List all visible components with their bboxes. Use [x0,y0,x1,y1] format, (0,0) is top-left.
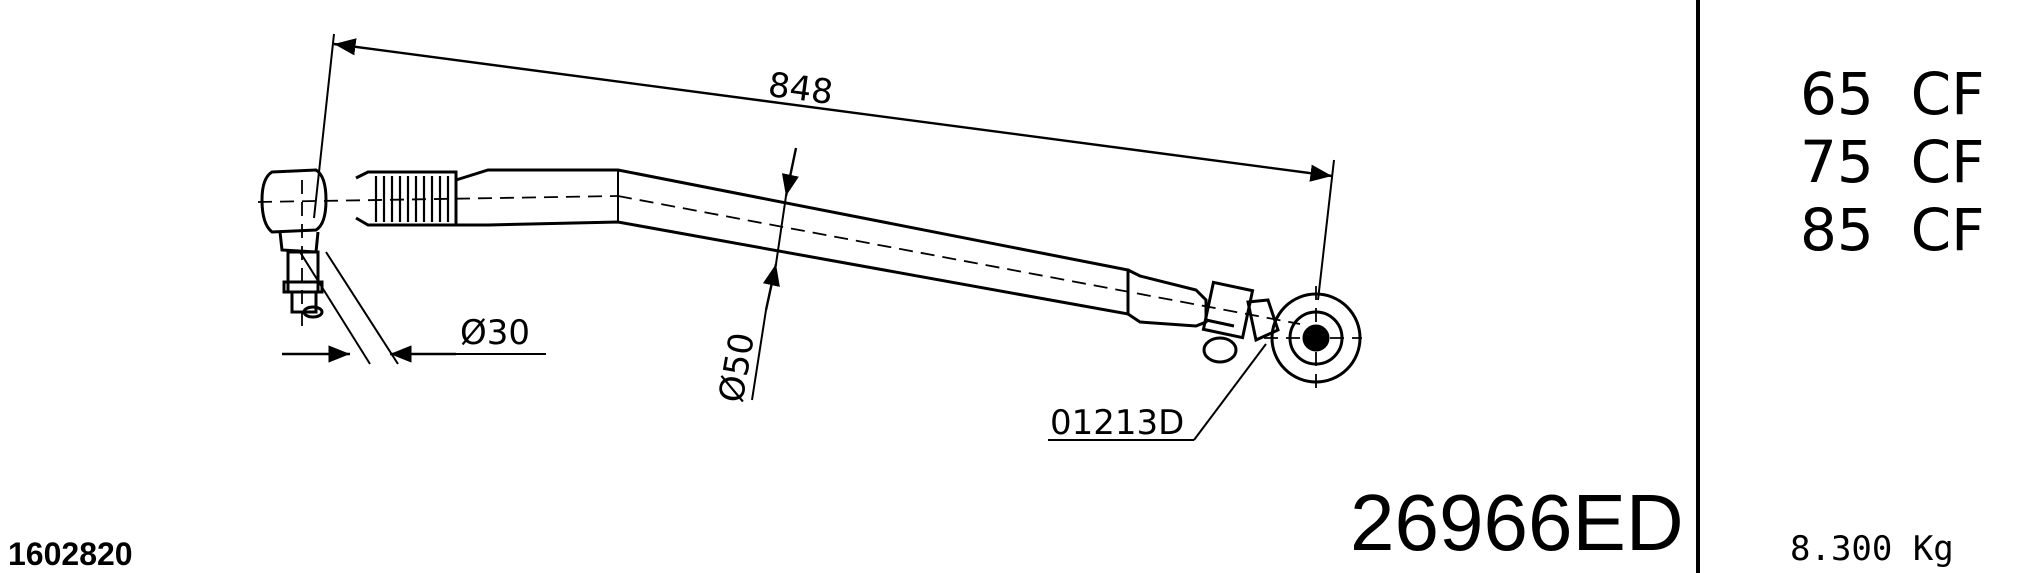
small-diameter-label: Ø30 [460,313,530,353]
length-dimension-label: 848 [766,65,836,113]
left-ball-joint [260,168,328,234]
weight-label: 8.300 Kg [1790,529,1954,569]
reference-number: 1602820 [8,536,133,572]
large-diameter-label: Ø50 [711,330,763,406]
model-line-2: 75 CF [1800,128,1985,196]
length-dimension [313,33,1335,301]
small-diameter-dimension [282,251,546,365]
large-diameter-dimension [751,147,799,401]
model-line-1: 65 CF [1800,60,1985,128]
center-lines [257,180,1362,390]
tie-rod [260,168,1362,384]
clamp-part-label: 01213D [1050,403,1184,443]
clamp-leader [1048,343,1267,441]
part-number: 26966ED [1350,478,1684,567]
main-tube [455,168,1130,316]
model-line-3: 85 CF [1800,196,1985,264]
